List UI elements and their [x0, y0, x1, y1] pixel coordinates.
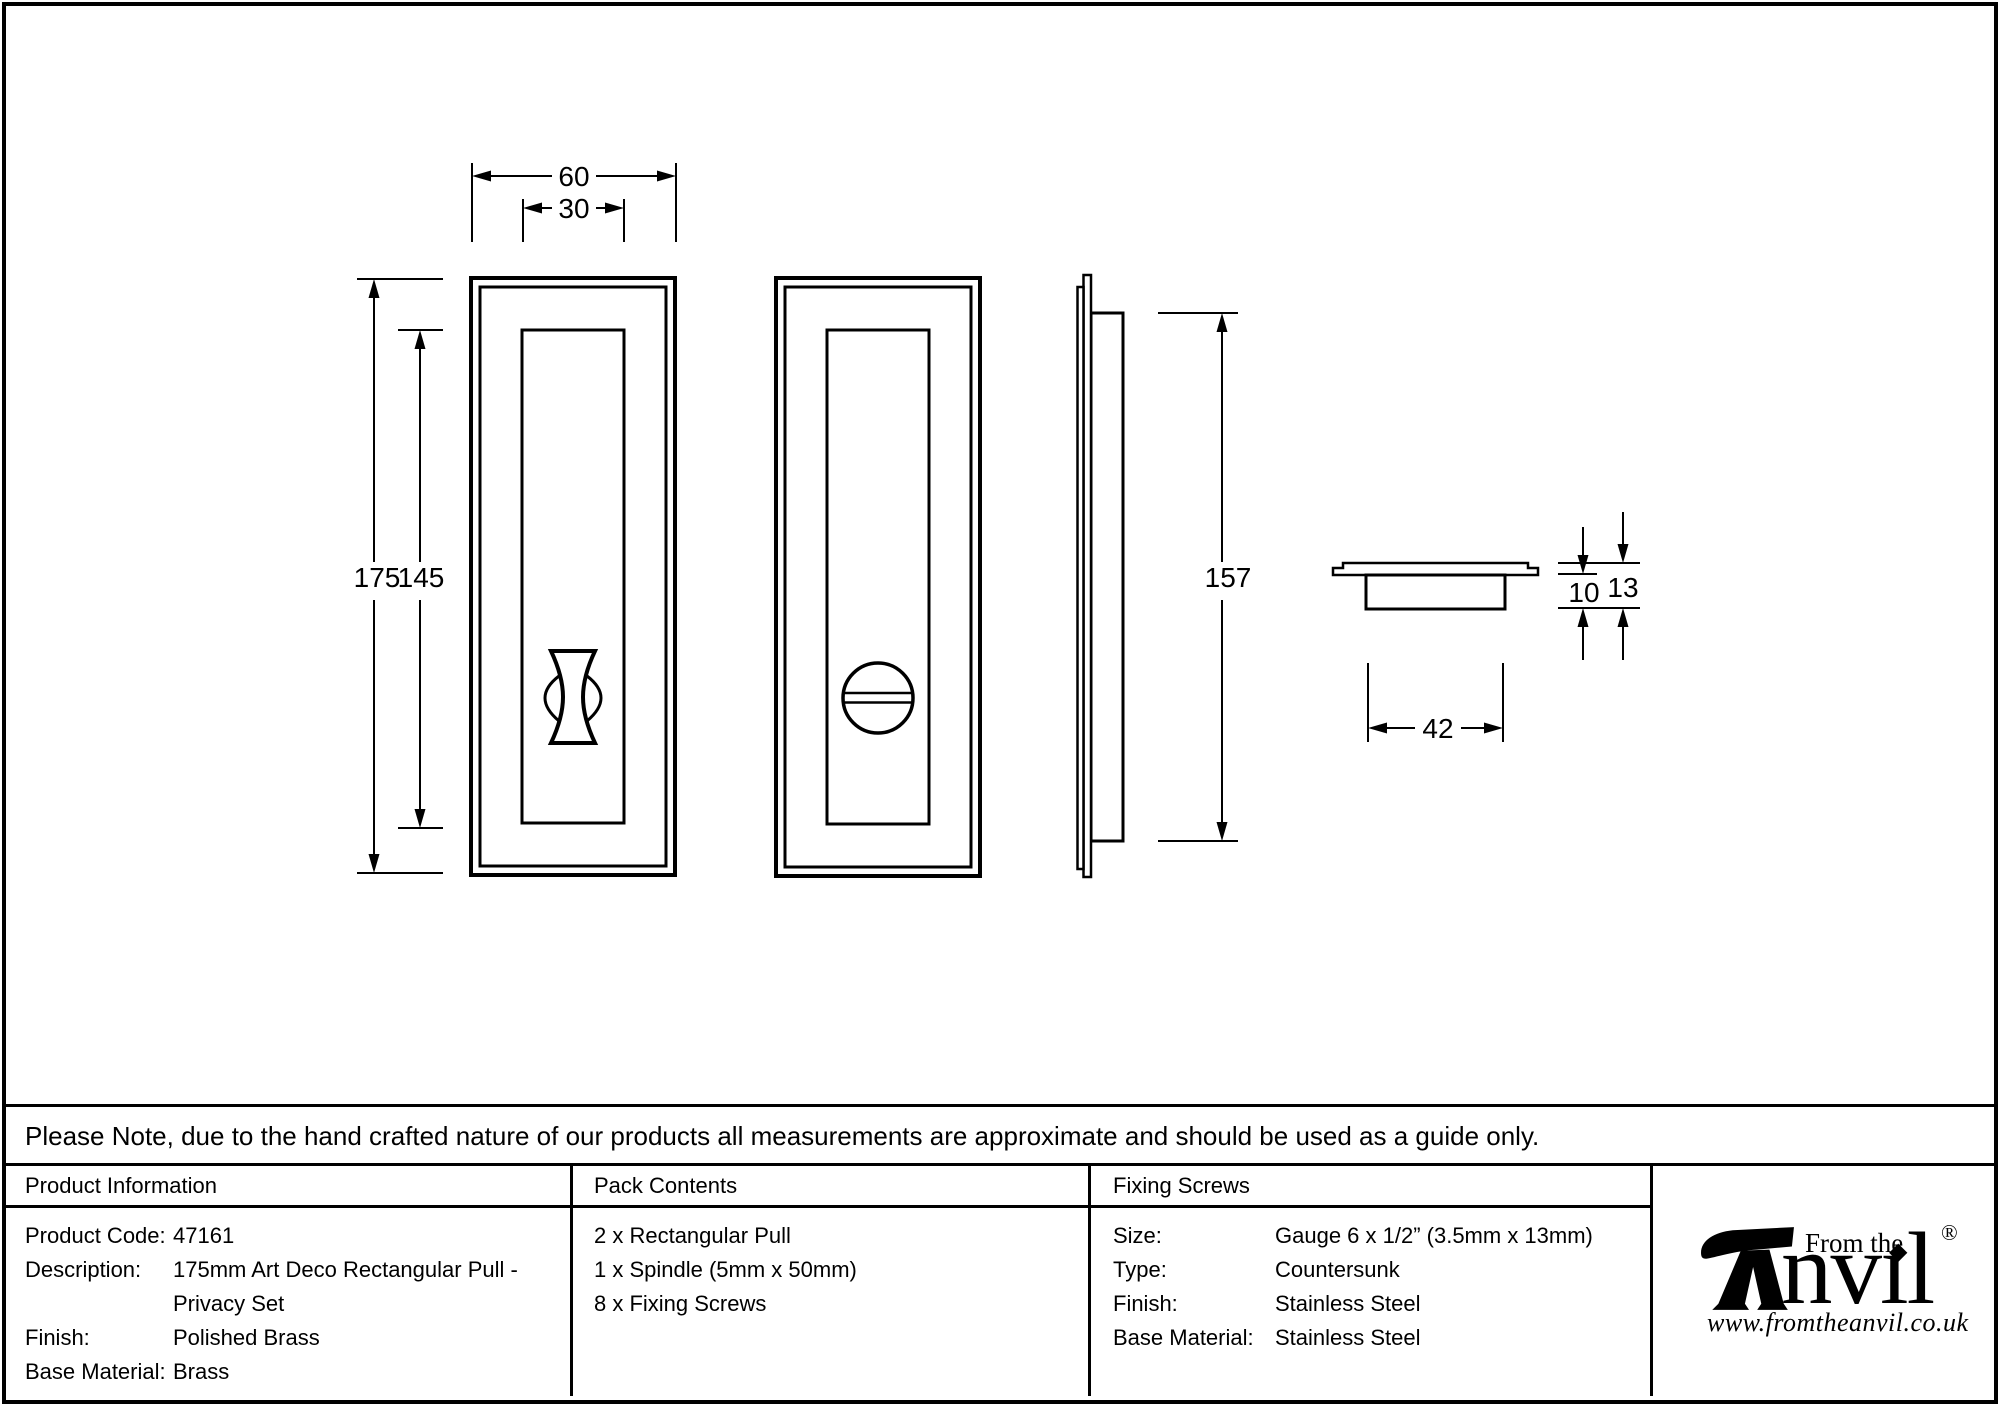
row-value: Countersunk: [1275, 1257, 1400, 1282]
thumbturn: [543, 649, 603, 745]
row-label: Description:: [25, 1257, 142, 1282]
dim-label-10: 10: [1568, 577, 1599, 608]
table-divider-2: [1088, 1163, 1091, 1396]
pull-front-view-release: [774, 276, 982, 878]
list-item: 1 x Spindle (5mm x 50mm): [594, 1257, 857, 1282]
logo-tagline: From the: [1805, 1228, 1904, 1258]
logo-website: www.fromtheanvil.co.uk: [1707, 1308, 1969, 1337]
table-row: Privacy Set: [25, 1287, 550, 1321]
table-row: Product Code: 47161: [25, 1219, 550, 1253]
row-label: Size:: [1113, 1223, 1162, 1248]
row-label: [25, 1287, 173, 1321]
dim-recess-width: 30: [522, 193, 625, 242]
table-divider-1: [570, 1163, 573, 1396]
row-label: Finish:: [1113, 1291, 1178, 1316]
dim-body-width: 42: [1367, 663, 1504, 744]
note-row-top-border: [6, 1104, 1994, 1107]
dim-label-30: 30: [558, 193, 589, 224]
header-fixing-screws: Fixing Screws: [1113, 1173, 1250, 1198]
anvil-icon: [1701, 1227, 1794, 1310]
row-value: Brass: [173, 1359, 230, 1384]
coin-release: [841, 661, 915, 735]
dim-label-175: 175: [354, 562, 401, 593]
table-row: Finish: Polished Brass: [25, 1321, 550, 1355]
list-item: 2 x Rectangular Pull: [594, 1223, 791, 1248]
row-label: Type:: [1113, 1257, 1167, 1282]
pull-front-view-thumbturn: [469, 276, 677, 877]
dim-recess-height: 145: [398, 329, 445, 829]
header-pack-contents: Pack Contents: [594, 1173, 738, 1198]
pull-side-profile: [1076, 273, 1125, 879]
fixing-screws-cell: Size: Gauge 6 x 1/2” (3.5mm x 13mm) Type…: [1113, 1219, 1643, 1355]
row-value: Stainless Steel: [1275, 1291, 1421, 1316]
measurement-note: Please Note, due to the hand crafted nat…: [25, 1121, 1540, 1151]
pack-contents-cell: 2 x Rectangular Pull 1 x Spindle (5mm x …: [594, 1219, 1074, 1321]
table-header-bottom-border: [6, 1205, 1653, 1208]
row-label: Base Material:: [1113, 1325, 1254, 1350]
row-value: Gauge 6 x 1/2” (3.5mm x 13mm): [1275, 1223, 1593, 1248]
dim-label-145: 145: [398, 562, 445, 593]
pull-cross-section: [1331, 561, 1540, 611]
dim-label-60: 60: [558, 161, 589, 192]
row-label: Product Code:: [25, 1223, 166, 1248]
row-label: Base Material:: [25, 1359, 166, 1384]
table-row: Base Material: Stainless Steel: [1113, 1321, 1643, 1355]
logo-brand-text: nvıl: [1781, 1212, 1935, 1326]
table-row: Size: Gauge 6 x 1/2” (3.5mm x 13mm): [1113, 1219, 1643, 1253]
table-row: Type: Countersunk: [1113, 1253, 1643, 1287]
row-value: Polished Brass: [173, 1325, 320, 1350]
product-information-cell: Product Code: 47161 Description: 175mm A…: [25, 1219, 550, 1389]
list-item: 8 x Fixing Screws: [594, 1291, 767, 1316]
dim-overall-height: 175: [354, 278, 443, 874]
dim-body-depth: 10: [1558, 527, 1600, 660]
row-value: 175mm Art Deco Rectangular Pull -: [173, 1257, 518, 1282]
dim-label-157: 157: [1205, 562, 1252, 593]
row-value: 47161: [173, 1223, 235, 1248]
table-row: Base Material: Brass: [25, 1355, 550, 1389]
technical-drawing: 60 30 175: [354, 161, 1640, 879]
header-product-information: Product Information: [25, 1173, 217, 1198]
table-divider-3: [1650, 1163, 1653, 1396]
row-value: Privacy Set: [173, 1291, 285, 1316]
dim-body-height: 157: [1158, 312, 1252, 842]
diamond-icon: ◆: [1889, 1238, 1908, 1265]
table-row: Finish: Stainless Steel: [1113, 1287, 1643, 1321]
table-row: Description: 175mm Art Deco Rectangular …: [25, 1253, 550, 1287]
registered-trademark-icon: ®: [1941, 1220, 1958, 1245]
dim-label-13: 13: [1607, 572, 1638, 603]
dim-label-42: 42: [1422, 713, 1453, 744]
table-top-border: [6, 1163, 1994, 1166]
row-value: Stainless Steel: [1275, 1325, 1421, 1350]
row-label: Finish:: [25, 1325, 90, 1350]
brand-logo: From the nvıl ◆ ® www.fromtheanvil.co.uk: [1653, 1168, 1997, 1396]
dim-total-depth: 13: [1558, 512, 1640, 660]
dim-overall-width: 60: [471, 161, 677, 242]
